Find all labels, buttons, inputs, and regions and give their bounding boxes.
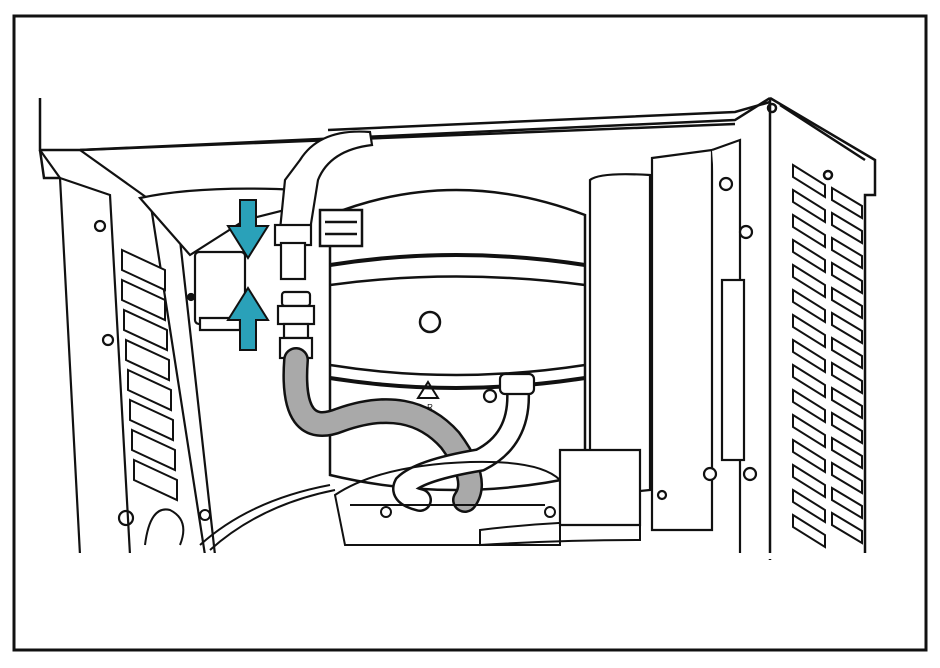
left-louvers bbox=[121, 248, 178, 502]
right-side-panel bbox=[766, 96, 877, 555]
right-louvers bbox=[792, 163, 863, 549]
base-assembly bbox=[144, 460, 641, 551]
right-inner-panel bbox=[558, 138, 758, 555]
arrow-up-icon bbox=[226, 286, 270, 351]
svg-text:R: R bbox=[427, 403, 433, 412]
arrow-down-icon bbox=[226, 199, 270, 260]
return-hose bbox=[392, 380, 531, 512]
hose-clamp bbox=[482, 372, 536, 404]
recycle-icon: R bbox=[416, 380, 440, 412]
overflow-spout bbox=[273, 130, 374, 281]
